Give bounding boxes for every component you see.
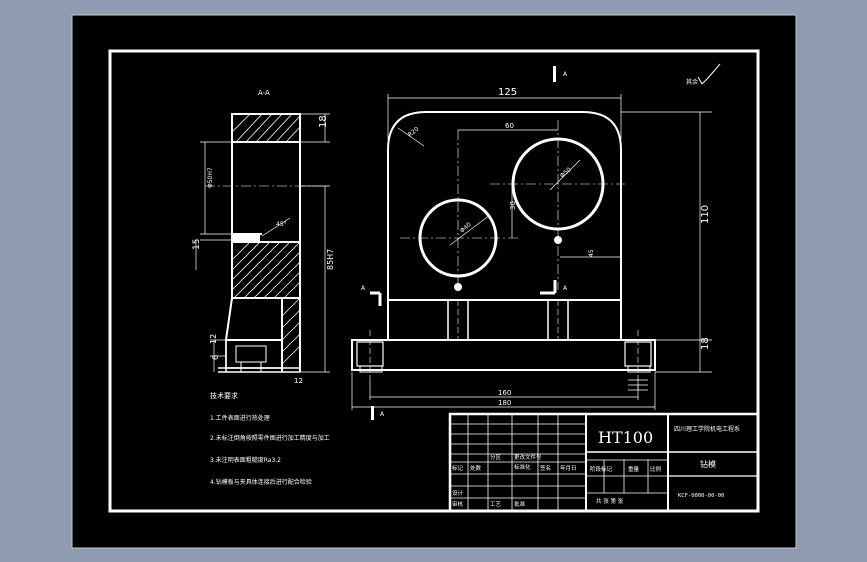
view-label-bottom: A <box>380 411 385 418</box>
tech-req-title: 技术要求 <box>210 391 238 400</box>
tb-label: 批准 <box>514 500 526 508</box>
school-label: 四川理工学院机电工程系 <box>674 425 740 433</box>
tb-label: 审核 <box>452 500 464 508</box>
tb-label: 年月日 <box>560 464 577 472</box>
tb-label: 工艺 <box>490 501 502 508</box>
dim-12b: 12 <box>294 377 303 385</box>
drawing-frame <box>108 49 760 513</box>
dim-60: 60 <box>505 122 514 130</box>
tb-label: 阶段标记 <box>590 465 613 473</box>
material-label: HT100 <box>598 428 653 447</box>
dim-bore-1: Φ50H7 <box>207 167 214 188</box>
drawing-number: KCF-0000-00-00 <box>678 493 724 499</box>
tech-req-item: 3.未注明表面粗糙度Ra3.2 <box>210 456 281 464</box>
dim-6: 6 <box>211 355 220 360</box>
tb-label: 设计 <box>452 489 464 497</box>
tb-label: 更改文件号 <box>514 453 542 461</box>
tb-label: 处数 <box>470 464 482 472</box>
dim-15: 15 <box>192 239 202 250</box>
view-label-left: A <box>361 285 366 292</box>
tb-label: 签名 <box>540 464 551 472</box>
roughness-note: 其余 <box>686 78 698 86</box>
section-label: A-A <box>258 89 270 97</box>
dim-110: 110 <box>700 205 711 224</box>
view-label-right: A <box>563 285 568 292</box>
part-name: 钻模 <box>700 459 716 469</box>
section-view: A-A <box>195 89 330 373</box>
tech-req-item: 4.钻模板与夹具体连接后进行配合检验 <box>210 478 312 486</box>
tb-label: 标准化 <box>514 463 531 471</box>
technical-requirements: 技术要求 1.工件表面进行热处理 2.未标注倒角按照零件图进行加工精度与加工 3… <box>210 391 330 486</box>
dim-45: 45 <box>588 249 595 257</box>
dim-bore-2: 85H7 <box>326 249 335 270</box>
tb-label: 标记 <box>452 464 464 472</box>
dim-125: 125 <box>498 87 517 98</box>
dim-160: 160 <box>498 389 511 397</box>
dim-top-18: 18 <box>318 115 329 128</box>
view-label-top: A <box>563 71 568 78</box>
dim-chamfer: 45° <box>276 221 287 228</box>
drawing-sheet <box>71 14 797 549</box>
tb-label: 重量 <box>628 465 640 473</box>
title-block <box>448 412 760 513</box>
dim-18-right: 18 <box>700 337 711 350</box>
front-view <box>351 63 721 420</box>
dim-12: 12 <box>209 334 218 344</box>
tech-req-item: 1.工件表面进行热处理 <box>210 414 270 422</box>
tb-sheet: 共 张 第 张 <box>596 497 624 505</box>
tb-label: 分区 <box>490 453 502 461</box>
tb-label: 比例 <box>650 465 662 473</box>
tech-req-item: 2.未标注倒角按照零件图进行加工精度与加工 <box>210 434 330 442</box>
dim-180: 180 <box>498 399 511 407</box>
dim-30: 30 <box>509 201 517 210</box>
